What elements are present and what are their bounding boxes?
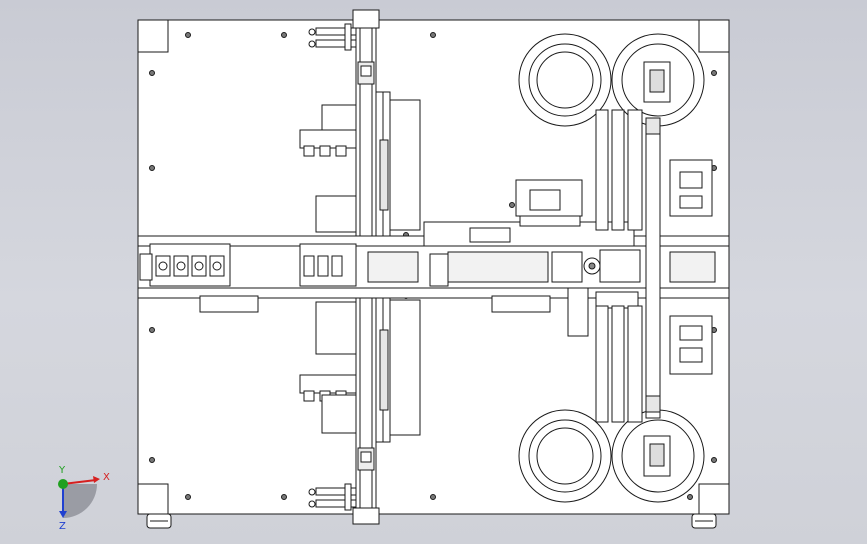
rail-sensor-top: [308, 23, 357, 51]
corner-block: [137, 483, 169, 515]
reel-upper-right: [611, 33, 705, 127]
clamp-station-upper-left: [299, 104, 357, 233]
x-axis-label: X: [103, 472, 110, 483]
y-axis-label: Y: [58, 465, 66, 476]
bracket-right-upper: [669, 159, 713, 217]
caster-wheel-right: [691, 513, 717, 529]
x-axis-arrow: [62, 479, 97, 485]
coordinate-triad: X Y Z: [58, 465, 110, 532]
cylinder-row-left: [139, 243, 357, 313]
corner-block: [137, 19, 169, 53]
y-axis-dot: [58, 479, 68, 489]
clamp-station-lower-left: [299, 301, 357, 434]
reel-lower-left: [518, 409, 612, 503]
corner-block: [698, 483, 730, 515]
corner-block: [698, 19, 730, 53]
rail-sensor-bottom: [308, 483, 357, 511]
reel-upper-left: [518, 33, 612, 127]
z-arrowhead: [59, 511, 67, 518]
z-axis-label: Z: [59, 521, 66, 532]
reel-lower-right: [611, 409, 705, 503]
feeder-rails-right: [595, 109, 661, 423]
caster-wheel-left: [146, 513, 172, 529]
bracket-right-lower: [669, 315, 713, 375]
view-orientation-quarter-icon: [63, 484, 97, 518]
x-arrowhead: [93, 476, 100, 483]
